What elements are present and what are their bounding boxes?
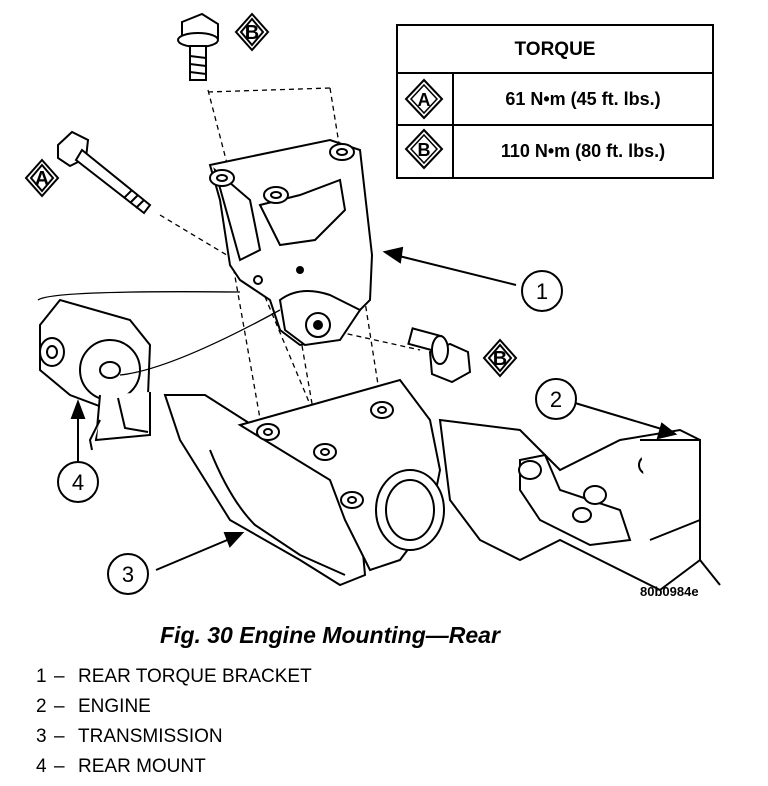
legend-num: 3 [36,726,47,747]
callout-1-label: 1 [536,279,548,304]
callout-4 [57,461,99,503]
torque-key-a: A [398,74,454,124]
rear-torque-bracket [208,138,374,347]
callout-2-label: 2 [550,387,562,412]
legend-item: 1–REAR TORQUE BRACKET [36,662,312,692]
legend-dash: – [54,666,65,687]
legend-label: REAR MOUNT [78,756,206,777]
legend-item: 4–REAR MOUNT [36,752,312,782]
bolt-a [57,130,152,215]
bolt-b-top [177,12,219,81]
engine [438,418,721,592]
legend-num: 1 [36,666,47,687]
figure-code: 80b0984e [640,584,699,599]
callout-1 [521,270,563,312]
figure-caption: Fig. 30 Engine Mounting—Rear [160,622,500,648]
legend-dash: – [54,756,65,777]
legend-label: REAR TORQUE BRACKET [78,666,312,687]
torque-value-a: 61 N•m (45 ft. lbs.) [505,88,661,109]
mount-outline-line [37,291,281,376]
torque-table-header: TORQUE [398,26,712,74]
parts-legend: 1–REAR TORQUE BRACKET 2–ENGINE 3–TRANSMI… [36,662,312,782]
callout-circles [57,270,577,595]
key-b-top-label: B [245,22,259,44]
legend-item: 2–ENGINE [36,692,312,722]
legend-num: 2 [36,696,47,717]
transmission [163,378,445,587]
legend-label: ENGINE [78,696,151,717]
torque-key-b-label: B [418,140,431,160]
torque-value-b: 110 N•m (80 ft. lbs.) [500,141,666,161]
diamond-a-icon: A [404,78,444,120]
key-a-label: A [35,168,49,190]
torque-key-b: B [398,126,454,177]
key-b-side-label: B [493,348,507,370]
callout-4-label: 4 [72,470,84,495]
torque-row-b: B 110 N•m (80 ft. lbs.) [398,126,712,177]
callout-3 [107,553,149,595]
callout-leaders [70,246,678,571]
rear-mount [39,298,152,451]
callout-3-label: 3 [122,562,134,587]
bolt-b-side [407,327,472,384]
engine-mounting-illustration: 1 2 3 4 B A B 80b0984e [24,12,721,599]
torque-table: TORQUE A 61 N•m (45 ft. lbs.) B 110 N•m … [396,24,714,179]
key-diamonds [24,12,518,378]
callout-2 [535,378,577,420]
torque-row-a: A 61 N•m (45 ft. lbs.) [398,74,712,126]
legend-label: TRANSMISSION [78,726,223,747]
legend-dash: – [54,696,65,717]
torque-key-a-label: A [418,90,431,110]
diamond-b-icon: B [404,128,444,170]
legend-dash: – [54,726,65,747]
legend-num: 4 [36,756,47,777]
legend-item: 3–TRANSMISSION [36,722,312,752]
